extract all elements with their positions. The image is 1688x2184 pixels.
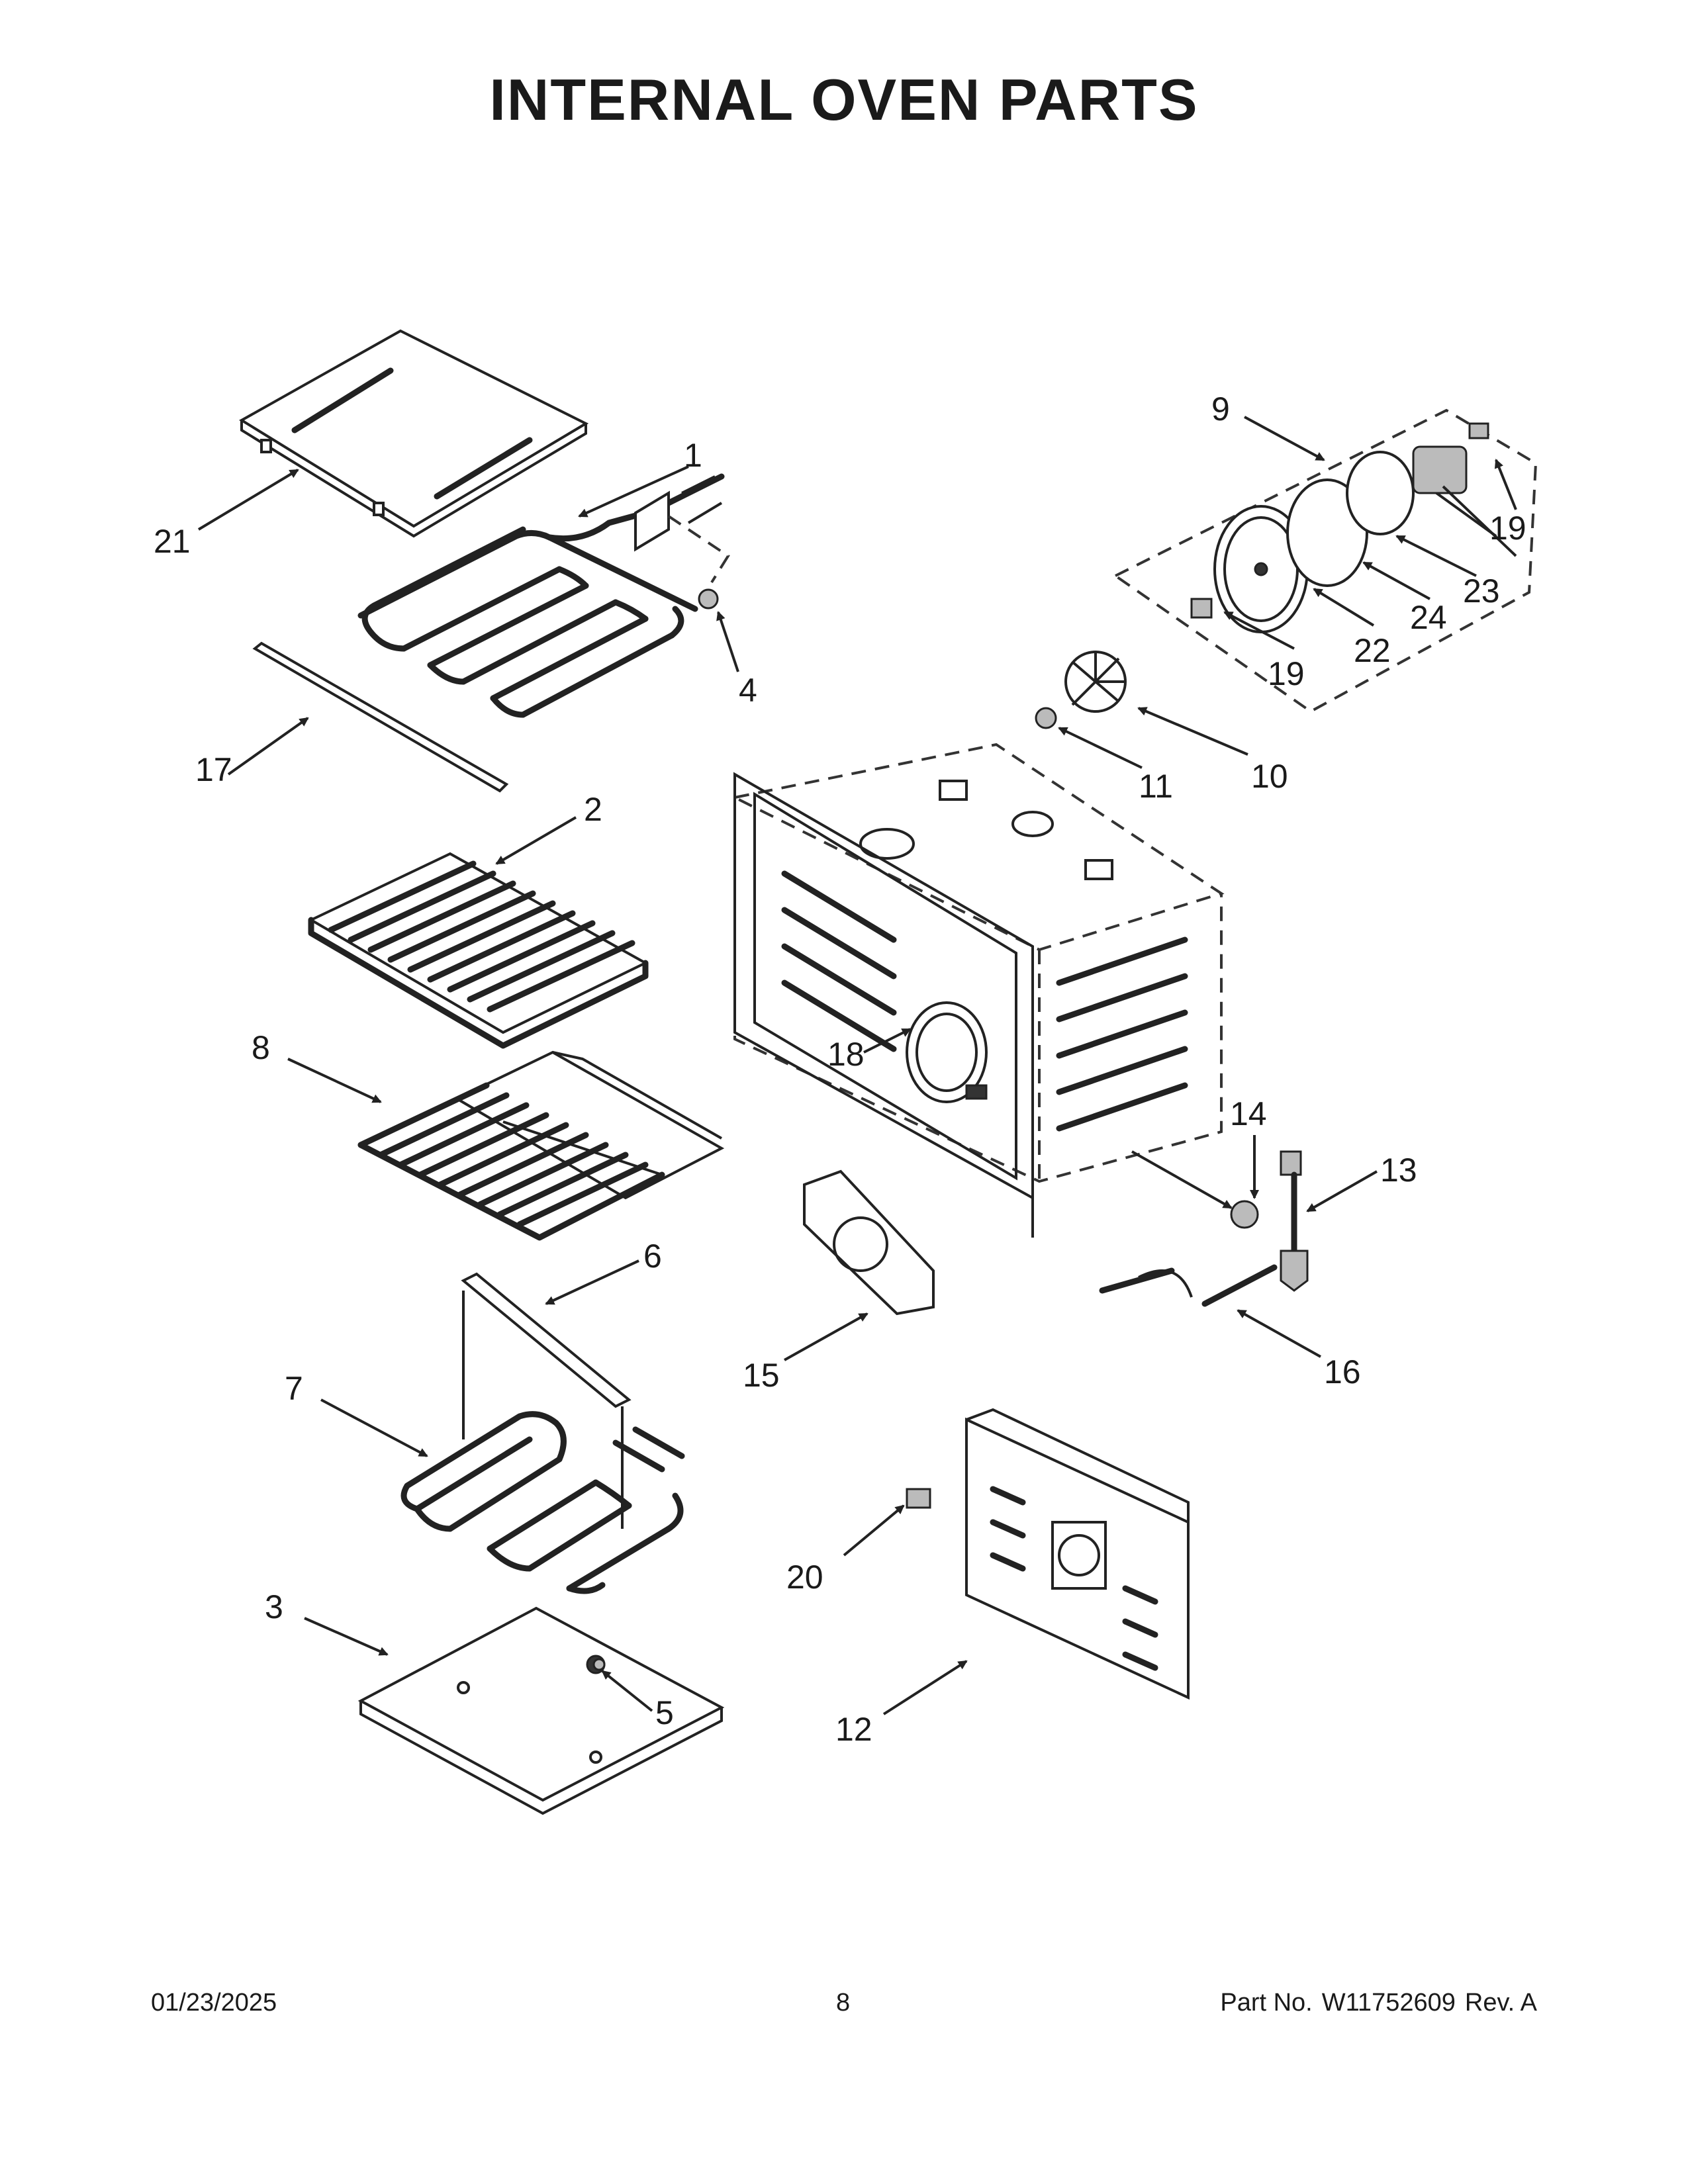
- callout-2: 2: [584, 791, 602, 828]
- part-3-bottom-cover: [357, 1606, 725, 1815]
- callout-14: 14: [1230, 1095, 1267, 1132]
- part-14-nut: [1230, 1200, 1259, 1229]
- callout-19-upper: 19: [1489, 510, 1526, 547]
- part-1-broil-element: [357, 473, 730, 718]
- callout-labels: 1 2 3 4 5 6 7 8 9 10 11 12 13 14 16 15 1…: [154, 390, 1526, 1748]
- part-19-screws: [1190, 422, 1489, 619]
- callout-20: 20: [786, 1559, 823, 1596]
- callout-21: 21: [154, 523, 191, 560]
- callout-22: 22: [1354, 632, 1391, 669]
- callout-11: 11: [1139, 768, 1173, 805]
- footer-date: 01/23/2025: [151, 1989, 277, 2017]
- footer-part-label: Part No.: [1220, 1989, 1313, 2017]
- leader-arrows: [197, 416, 1517, 1715]
- callout-5: 5: [655, 1694, 674, 1731]
- callout-3: 3: [265, 1588, 283, 1625]
- part-17-strip: [252, 641, 509, 793]
- callout-23: 23: [1463, 572, 1500, 610]
- part-24-gasket: [1286, 478, 1368, 587]
- page-title: INTERNAL OVEN PARTS: [489, 67, 1199, 132]
- part-12-rear-panel: [965, 1408, 1190, 1700]
- callout-9: 9: [1211, 390, 1230, 428]
- part-5-screw: [592, 1658, 606, 1671]
- callout-8: 8: [252, 1029, 270, 1066]
- part-20-screw: [906, 1488, 931, 1509]
- callout-18: 18: [827, 1036, 865, 1073]
- part-18-fan-ring: [906, 1001, 988, 1103]
- callout-10: 10: [1251, 758, 1288, 795]
- part-23-plate: [1346, 451, 1415, 535]
- callout-12: 12: [835, 1711, 872, 1748]
- callout-16: 16: [1324, 1353, 1361, 1390]
- part-10-fan-blade: [1064, 651, 1127, 713]
- part-7-bake-element: [400, 1411, 685, 1594]
- callout-6: 6: [643, 1238, 662, 1275]
- callout-17: 17: [195, 751, 232, 788]
- callout-24: 24: [1410, 599, 1447, 636]
- callout-15: 15: [743, 1357, 780, 1394]
- part-2-oven-rack: [308, 852, 649, 1049]
- footer-part-value: W11752609: [1321, 1989, 1456, 2017]
- callout-13: 13: [1380, 1152, 1417, 1189]
- oven-cavity: [730, 743, 1225, 1238]
- footer-page-number: 8: [836, 1989, 851, 2017]
- footer-part-number: Part No. W11752609 Rev. A: [1211, 1989, 1537, 2017]
- part-15-cover: [803, 1169, 935, 1316]
- callout-1: 1: [684, 437, 702, 474]
- part-13-sensor: [1280, 1150, 1309, 1292]
- footer-revision: Rev. A: [1464, 1989, 1537, 2017]
- callout-19-lower: 19: [1268, 655, 1305, 692]
- convection-motor: [1412, 445, 1517, 557]
- part-8-roller-rack: [357, 1050, 725, 1241]
- part-11-nut: [1035, 707, 1057, 729]
- callout-4: 4: [739, 672, 757, 709]
- part-21-cover-plate: [239, 329, 589, 538]
- part-9-convection-assembly: [1113, 408, 1538, 713]
- part-16-probe: [1099, 1264, 1278, 1307]
- callout-7: 7: [285, 1370, 303, 1407]
